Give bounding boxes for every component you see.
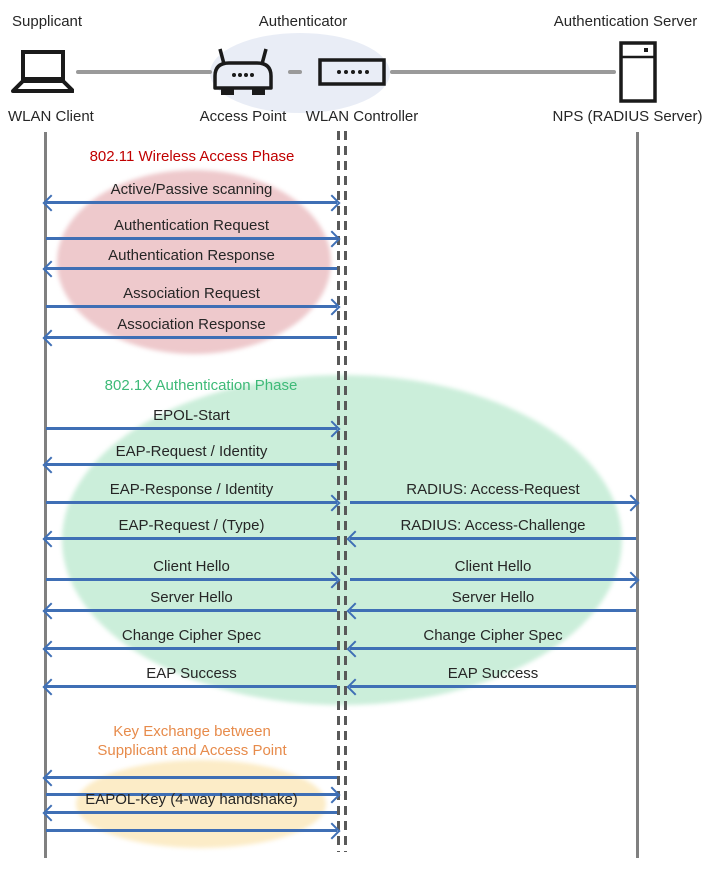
device-label-nps-radius-server: NPS (RADIUS Server) bbox=[552, 108, 703, 125]
message-arrow bbox=[46, 494, 341, 512]
message-arrow bbox=[42, 194, 341, 212]
message-label: EAP Success bbox=[447, 665, 539, 682]
lifeline-authenticator-left bbox=[337, 131, 340, 852]
message-label: Association Request bbox=[123, 285, 260, 302]
phase-ellipse-key-exchange bbox=[76, 760, 326, 848]
laptop-icon bbox=[11, 50, 74, 93]
lifeline-authenticator-right bbox=[344, 131, 347, 852]
connector-client-ap bbox=[76, 70, 212, 74]
message-arrow bbox=[346, 530, 636, 548]
message-label: EAPOL-Key (4-way handshake) bbox=[85, 791, 298, 808]
message-arrow bbox=[46, 420, 341, 438]
device-label-wlan-controller: WLAN Controller bbox=[305, 108, 419, 125]
phase-title-8021x: 802.1X Authentication Phase bbox=[104, 377, 298, 394]
device-label-access-point: Access Point bbox=[199, 108, 287, 125]
message-label: Change Cipher Spec bbox=[423, 627, 563, 644]
message-label: Client Hello bbox=[454, 558, 532, 575]
message-arrow bbox=[46, 230, 341, 248]
phase-title-80211: 802.11 Wireless Access Phase bbox=[89, 148, 295, 165]
message-arrow bbox=[42, 602, 337, 620]
message-arrow bbox=[42, 640, 337, 658]
role-label-authenticator: Authenticator bbox=[258, 13, 348, 30]
message-arrow bbox=[346, 640, 636, 658]
message-arrow bbox=[42, 804, 337, 822]
message-label: Authentication Request bbox=[113, 217, 270, 234]
connector-controller-server bbox=[390, 70, 616, 74]
message-label: EAP-Request / Identity bbox=[115, 443, 268, 460]
phase-title-key-exchange: Key Exchange between Supplicant and Acce… bbox=[97, 723, 287, 759]
connector-ap-controller bbox=[288, 70, 302, 74]
message-label: RADIUS: Access-Challenge bbox=[400, 517, 586, 534]
phase-ellipse-8021x bbox=[62, 375, 622, 705]
wlan-controller-icon bbox=[318, 58, 386, 86]
message-arrow bbox=[42, 260, 337, 278]
message-arrow bbox=[46, 786, 341, 804]
access-point-icon bbox=[213, 48, 273, 95]
message-label: Authentication Response bbox=[108, 247, 275, 264]
message-label: EAP Success bbox=[146, 665, 237, 682]
message-arrow bbox=[42, 769, 337, 787]
message-label: Association Response bbox=[117, 316, 266, 333]
message-arrow bbox=[46, 822, 341, 840]
message-label: Server Hello bbox=[150, 589, 233, 606]
role-label-supplicant: Supplicant bbox=[12, 13, 83, 30]
message-label: RADIUS: Access-Request bbox=[406, 481, 580, 498]
message-arrow bbox=[42, 456, 337, 474]
message-arrow bbox=[346, 678, 636, 696]
message-arrow bbox=[350, 494, 640, 512]
lifeline-nps-server bbox=[636, 132, 639, 858]
message-label: Client Hello bbox=[153, 558, 230, 575]
device-label-wlan-client: WLAN Client bbox=[8, 108, 94, 125]
message-label: EPOL-Start bbox=[153, 407, 230, 424]
message-label: EAP-Response / Identity bbox=[109, 481, 274, 498]
message-label: Active/Passive scanning bbox=[110, 181, 273, 198]
message-arrow bbox=[42, 329, 337, 347]
message-label: EAP-Request / (Type) bbox=[118, 517, 265, 534]
message-label: Change Cipher Spec bbox=[121, 627, 262, 644]
message-arrow bbox=[46, 298, 341, 316]
role-label-authentication-server: Authentication Server bbox=[553, 13, 698, 30]
phase-ellipse-80211 bbox=[57, 170, 331, 354]
server-icon bbox=[619, 41, 657, 103]
message-arrow bbox=[46, 571, 341, 589]
message-arrow bbox=[42, 678, 337, 696]
message-arrow bbox=[350, 571, 640, 589]
message-arrow bbox=[346, 602, 636, 620]
lifeline-wlan-client bbox=[44, 132, 47, 858]
message-label: Server Hello bbox=[451, 589, 535, 606]
message-arrow bbox=[42, 530, 337, 548]
